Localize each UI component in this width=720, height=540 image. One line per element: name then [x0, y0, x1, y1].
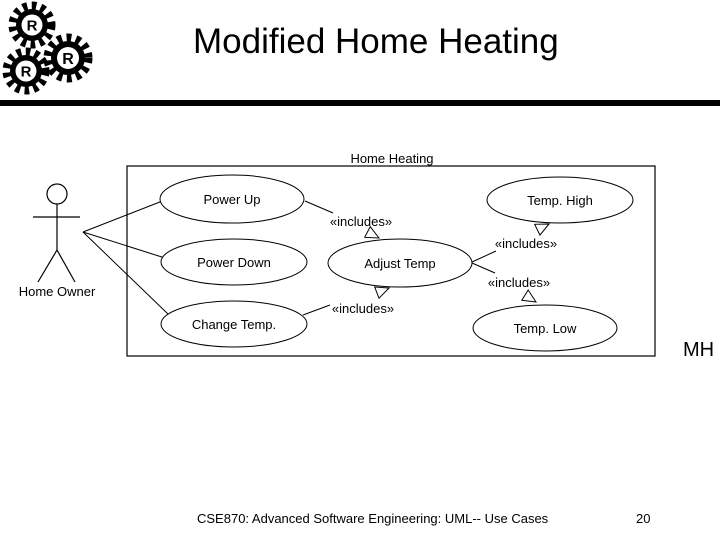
title-divider: [0, 100, 720, 106]
use-case-label: Temp. Low: [514, 321, 577, 336]
actor-head: [46, 183, 68, 205]
include-line: [471, 262, 496, 274]
include-label: «includes»: [495, 236, 557, 251]
include-arrowhead: [520, 289, 538, 303]
association-line-power-down: [82, 231, 166, 259]
use-case-label: Power Down: [197, 255, 271, 270]
gears-logo: R R R: [2, 1, 93, 95]
author-initials: MH: [683, 339, 715, 361]
include-line: [471, 250, 497, 263]
actor-leg-left: [37, 249, 58, 283]
actor-label: Home Owner: [19, 284, 96, 299]
association-line-change-temp: [82, 231, 169, 315]
use-case-label: Change Temp.: [192, 317, 276, 332]
use-case-power-down: [160, 238, 308, 286]
include-line: [304, 200, 334, 214]
include-arrowhead: [533, 223, 551, 237]
logo-letter: R: [21, 64, 32, 81]
use-case-change-temp: [160, 300, 308, 348]
association-line-power-up: [82, 199, 166, 233]
logo-letter: R: [27, 18, 38, 35]
gear-icon: R: [8, 1, 56, 49]
system-boundary-box: [126, 165, 656, 357]
use-case-temp-high: [486, 176, 634, 224]
actor-home-owner: [33, 183, 80, 283]
use-case-power-up: [159, 174, 305, 224]
page-number: 20: [636, 511, 651, 526]
include-arrowhead: [373, 286, 391, 300]
use-case-label: Adjust Temp: [364, 256, 435, 271]
use-case-temp-low: [472, 304, 618, 352]
actor-association-lines: [82, 199, 169, 315]
use-case-label: Power Up: [203, 192, 260, 207]
use-case-label: Temp. High: [527, 193, 593, 208]
gear-icon: R: [2, 47, 50, 95]
include-label: «includes»: [332, 301, 394, 316]
include-label: «includes»: [488, 275, 550, 290]
logo-letter: R: [62, 51, 74, 68]
actor-leg-right: [56, 249, 76, 283]
include-line: [302, 304, 331, 316]
include-label: «includes»: [330, 214, 392, 229]
page-title: Modified Home Heating: [193, 22, 559, 61]
system-boundary-label: Home Heating: [350, 151, 433, 166]
gear-icon: R: [43, 33, 93, 83]
include-arrowhead: [363, 225, 381, 239]
footer-text: CSE870: Advanced Software Engineering: U…: [197, 511, 549, 526]
